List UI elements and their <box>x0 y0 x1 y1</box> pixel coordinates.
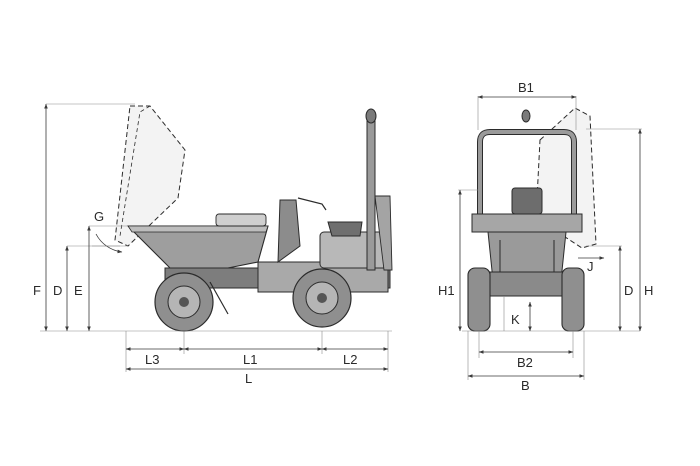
label-H1: H1 <box>438 283 455 298</box>
label-F: F <box>33 283 41 298</box>
label-B2: B2 <box>517 355 533 370</box>
label-J: J <box>587 259 594 274</box>
side-view: F D E G L3 L1 L2 L <box>33 103 393 386</box>
label-E: E <box>74 283 83 298</box>
label-G: G <box>94 209 104 224</box>
label-L3: L3 <box>145 352 159 367</box>
label-K: K <box>511 312 520 327</box>
front-wheel <box>154 272 214 332</box>
label-L2: L2 <box>343 352 357 367</box>
front-view: B1 H1 D H J K B2 B <box>438 80 653 393</box>
label-H: H <box>644 283 653 298</box>
label-B: B <box>521 378 530 393</box>
label-B1: B1 <box>518 80 534 95</box>
label-D-front: D <box>624 283 633 298</box>
label-L1: L1 <box>243 352 257 367</box>
rear-wheel <box>292 268 352 328</box>
label-L: L <box>245 371 252 386</box>
raised-skip-outline <box>114 105 186 247</box>
roll-bar <box>365 108 393 271</box>
operator-seat <box>277 197 363 264</box>
skip-bucket <box>126 213 269 271</box>
label-D-side: D <box>53 283 62 298</box>
